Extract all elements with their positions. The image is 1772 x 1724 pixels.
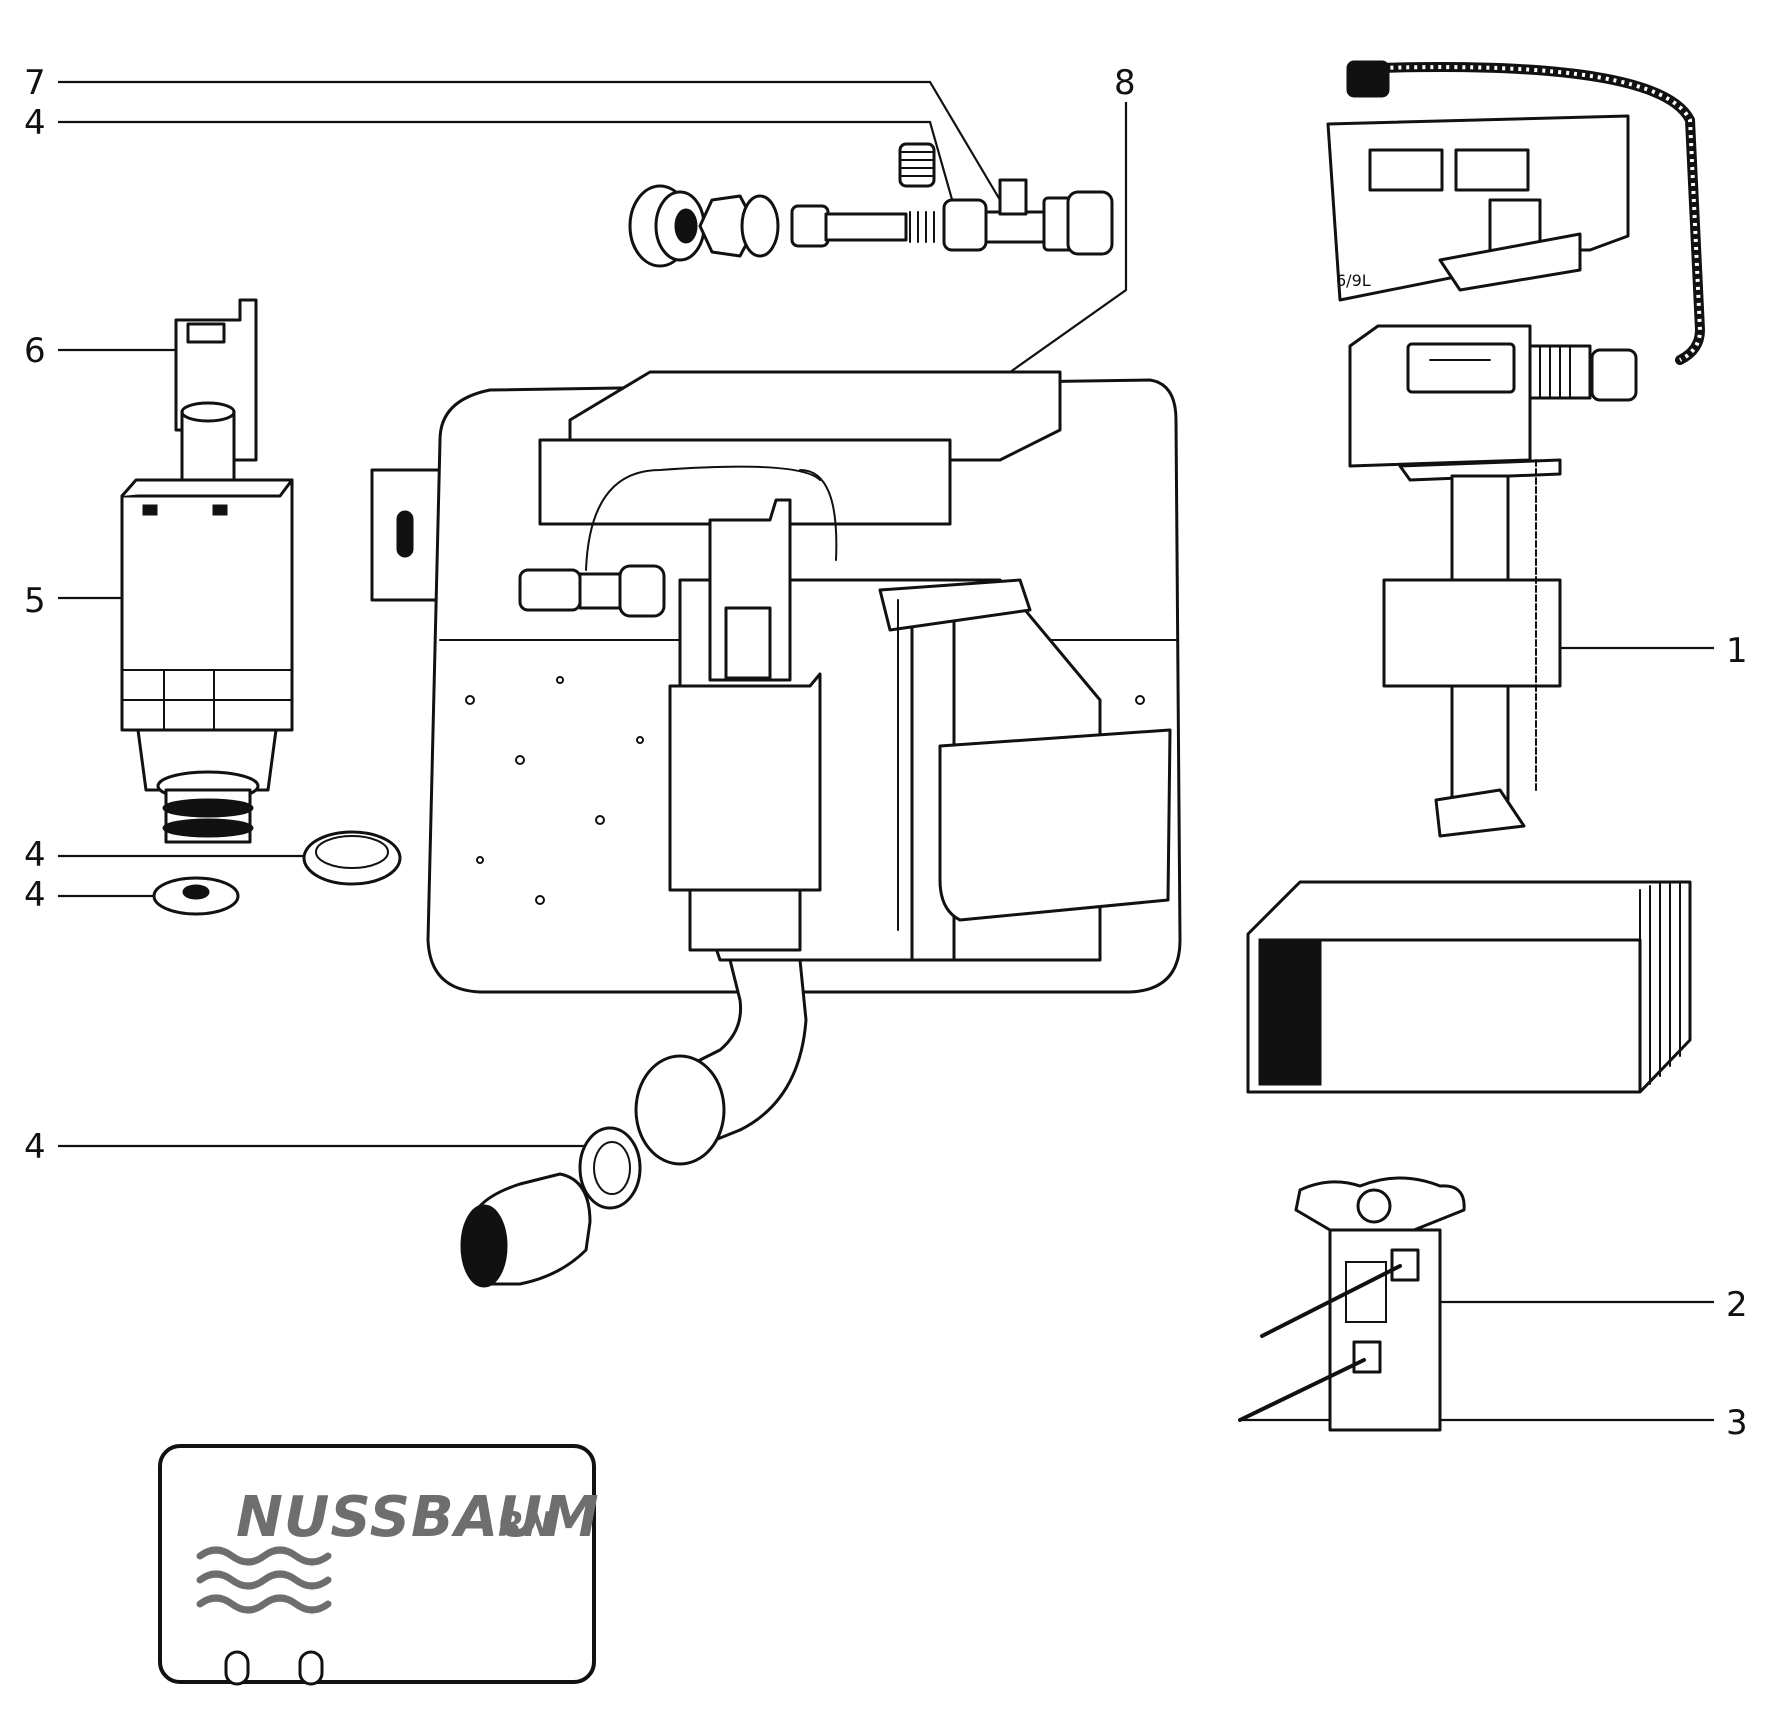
callout-5-number: 5 xyxy=(24,581,46,621)
inner-valve-nut xyxy=(518,568,582,612)
bracket-window-right xyxy=(1454,148,1530,192)
callout-1-number: 1 xyxy=(1726,631,1748,671)
cover-plate-outline xyxy=(158,1444,596,1684)
elbow-mouth xyxy=(634,1054,726,1166)
callout-2: 2 xyxy=(1414,1285,1748,1325)
hose-braid-pattern xyxy=(1351,65,1703,362)
valve-handle-icon xyxy=(1066,190,1114,256)
flex-hose-left xyxy=(585,465,821,571)
elbow-seal-inner xyxy=(593,1141,631,1195)
valve-body-housing xyxy=(120,478,294,732)
seal-band xyxy=(162,798,254,818)
brand-logo-suffix: RN xyxy=(498,1505,553,1545)
callout-4-elbow: 4 xyxy=(24,1127,600,1167)
fill-valve-foot xyxy=(1434,788,1526,838)
connector-nut xyxy=(698,194,758,258)
cistern-volume-mark: 6/9L xyxy=(1336,271,1371,290)
adjust-knob-icon xyxy=(1356,1188,1392,1224)
elbow-seal xyxy=(578,1126,642,1210)
fill-valve-exploded: 6/9L xyxy=(1326,60,1705,838)
rosette-hole xyxy=(674,208,698,244)
flush-valve-exploded xyxy=(120,298,402,916)
push-rod-upper xyxy=(1260,1264,1402,1338)
callout-7: 7 xyxy=(24,63,1001,201)
callout-3-number: 3 xyxy=(1726,1403,1748,1443)
head-cap xyxy=(1406,342,1516,394)
callout-4-disc-number: 4 xyxy=(24,875,46,915)
inner-valve-handle xyxy=(618,564,666,618)
inner-flush-housing xyxy=(668,672,822,892)
pipe-section xyxy=(824,212,908,242)
bracket-arm xyxy=(1438,232,1582,292)
ring-inner xyxy=(315,835,389,869)
callout-4-ring: 4 xyxy=(24,835,330,875)
thread-nipple xyxy=(898,142,936,188)
callout-4-top: 4 xyxy=(24,103,957,211)
screw-block-upper xyxy=(1390,1248,1420,1282)
housing-top-edge xyxy=(120,478,294,498)
push-rod-lower xyxy=(1238,1358,1366,1422)
insulation-box xyxy=(1246,880,1692,1094)
housing-tab xyxy=(212,504,228,516)
disc-hole xyxy=(182,884,210,900)
housing-tab xyxy=(142,504,158,516)
inlet-thread-lines xyxy=(1539,345,1571,399)
valve-outlet xyxy=(998,178,1028,216)
drain-elbow-assembly xyxy=(460,958,808,1288)
head-lip xyxy=(1398,458,1562,482)
angle-valve-assembly xyxy=(628,142,1114,268)
callout-4-disc: 4 xyxy=(24,875,168,915)
screw-block-lower xyxy=(1352,1340,1382,1374)
callout-4-ring-number: 4 xyxy=(24,835,46,875)
cover-plate: NUSSBAUM RN xyxy=(158,1444,600,1686)
pipe-thread xyxy=(909,211,935,243)
inner-float xyxy=(938,728,1172,922)
bracket-window-left xyxy=(1368,148,1444,192)
inner-valve-body xyxy=(578,572,622,610)
callout-6-number: 6 xyxy=(24,331,46,371)
callout-8-number: 8 xyxy=(1114,63,1136,103)
concealed-cistern xyxy=(370,370,1182,994)
callout-4-elbow-number: 4 xyxy=(24,1127,46,1167)
fill-valve-float xyxy=(1382,578,1562,688)
inspection-frame xyxy=(538,438,952,526)
callout-4-top-leader xyxy=(58,120,957,211)
pipe-coupling xyxy=(790,204,830,248)
box-inner-shadow xyxy=(1258,938,1322,1086)
sleeve-opening xyxy=(460,1204,508,1288)
wave-logo-icon xyxy=(196,1546,332,1614)
valve-stem xyxy=(180,410,236,484)
bracket-plate xyxy=(1328,1228,1442,1432)
bracket-slot xyxy=(186,322,226,344)
mount-slot-right xyxy=(298,1650,324,1686)
callout-2-number: 2 xyxy=(1726,1285,1748,1325)
nipple-thread xyxy=(901,151,933,177)
actuator-bracket xyxy=(1238,1176,1466,1432)
inlet-nut xyxy=(1590,348,1638,402)
compression-nut xyxy=(942,198,988,252)
valve-body xyxy=(984,210,1048,244)
inner-flush-cage xyxy=(688,888,802,952)
inner-flush-stem xyxy=(724,606,772,680)
ear-slot-left xyxy=(396,510,414,558)
callout-6: 6 xyxy=(24,331,178,371)
callout-4-top-number: 4 xyxy=(24,103,46,143)
box-pleats xyxy=(1639,883,1681,1091)
hose-nut xyxy=(1346,60,1390,98)
mount-slot-left xyxy=(224,1650,250,1686)
brand-logo-text: NUSSBAUM xyxy=(236,1485,600,1550)
connector-washer xyxy=(740,194,780,258)
inner-fill-valve-arm xyxy=(878,578,1032,632)
callout-7-number: 7 xyxy=(24,63,46,103)
flex-hose-right xyxy=(799,469,838,561)
callout-3: 3 xyxy=(1240,1403,1748,1443)
callout-7-leader xyxy=(58,80,1001,201)
stem-top xyxy=(180,401,236,423)
seal-band xyxy=(162,818,254,838)
loose-seal-ring xyxy=(302,830,402,886)
